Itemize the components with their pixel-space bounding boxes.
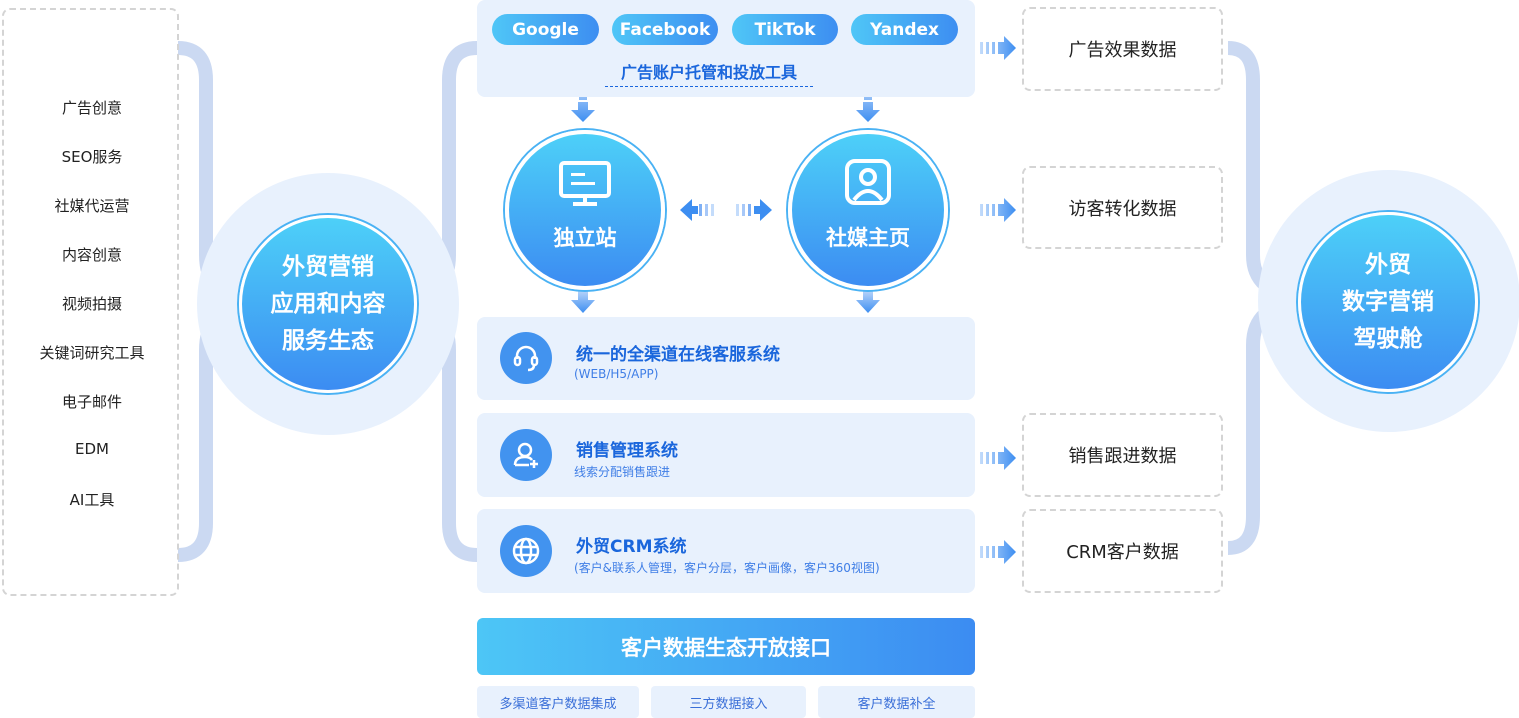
list-item: 社媒代运营 bbox=[54, 197, 130, 215]
channel-label: 社媒主页 bbox=[826, 226, 910, 250]
pill-google: Google bbox=[492, 14, 599, 45]
left-service-list: 广告创意 SEO服务 社媒代运营 内容创意 视频拍摄 关键词研究工具 电子邮件 … bbox=[2, 8, 179, 596]
list-item: 内容创意 bbox=[61, 246, 122, 264]
globe-icon bbox=[500, 525, 552, 577]
service-crm: 外贸CRM系统 (客户&联系人管理，客户分层，客户画像，客户360视图) bbox=[477, 509, 975, 593]
hub-line: 服务生态 bbox=[282, 327, 374, 354]
pill-facebook: Facebook bbox=[612, 14, 718, 45]
hub-line: 应用和内容 bbox=[270, 290, 386, 317]
hub-line: 数字营销 bbox=[1342, 288, 1434, 315]
list-item: SEO服务 bbox=[61, 148, 123, 166]
service-title: 外贸CRM系统 bbox=[576, 537, 687, 557]
data-output-box: 广告效果数据 bbox=[1022, 7, 1223, 91]
headset-icon bbox=[500, 332, 552, 384]
monitor-icon bbox=[559, 161, 611, 206]
service-customer-support: 统一的全渠道在线客服系统 (WEB/H5/APP) bbox=[477, 317, 975, 400]
bidirectional-arrow bbox=[680, 199, 772, 221]
pill-yandex: Yandex bbox=[851, 14, 958, 45]
hub-line: 外贸营销 bbox=[282, 253, 374, 280]
list-item: EDM bbox=[75, 440, 109, 458]
api-item: 多渠道客户数据集成 bbox=[477, 686, 639, 718]
service-subtitle: 线索分配销售跟进 bbox=[574, 465, 671, 479]
list-item: AI工具 bbox=[69, 491, 115, 509]
independent-site-circle: 独立站 bbox=[505, 130, 665, 290]
hub-line: 外贸 bbox=[1365, 251, 1411, 278]
list-item: 关键词研究工具 bbox=[39, 344, 145, 362]
service-title: 统一的全渠道在线客服系统 bbox=[576, 345, 780, 365]
list-item: 电子邮件 bbox=[61, 393, 122, 411]
social-page-circle: 社媒主页 bbox=[788, 130, 948, 290]
down-arrows bbox=[571, 85, 880, 313]
pill-tiktok: TikTok bbox=[732, 14, 838, 45]
channel-label: 独立站 bbox=[553, 226, 617, 250]
service-subtitle: (WEB/H5/APP) bbox=[574, 367, 659, 381]
ad-tools-caption: 广告账户托管和投放工具 bbox=[605, 59, 813, 87]
data-output-box: 销售跟进数据 bbox=[1022, 413, 1223, 497]
data-output-box: CRM客户数据 bbox=[1022, 509, 1223, 593]
service-subtitle: (客户&联系人管理，客户分层，客户画像，客户360视图) bbox=[574, 561, 880, 575]
open-api-bar: 客户数据生态开放接口 bbox=[477, 618, 975, 675]
left-hub-circle: 外贸营销 应用和内容 服务生态 bbox=[239, 215, 417, 393]
list-item: 广告创意 bbox=[61, 99, 122, 117]
service-title: 销售管理系统 bbox=[576, 441, 678, 461]
ad-platform-panel: Google Facebook TikTok Yandex 广告账户托管和投放工… bbox=[477, 0, 975, 97]
data-output-box: 访客转化数据 bbox=[1022, 166, 1223, 249]
api-item: 三方数据接入 bbox=[651, 686, 806, 718]
right-arrows bbox=[980, 36, 1016, 564]
list-item: 视频拍摄 bbox=[61, 295, 122, 313]
hub-line: 驾驶舱 bbox=[1353, 325, 1423, 352]
user-add-icon bbox=[500, 429, 552, 481]
api-item: 客户数据补全 bbox=[818, 686, 975, 718]
profile-icon bbox=[845, 159, 891, 205]
right-hub-circle: 外贸 数字营销 驾驶舱 bbox=[1298, 212, 1478, 392]
service-sales-management: 销售管理系统 线索分配销售跟进 bbox=[477, 413, 975, 497]
